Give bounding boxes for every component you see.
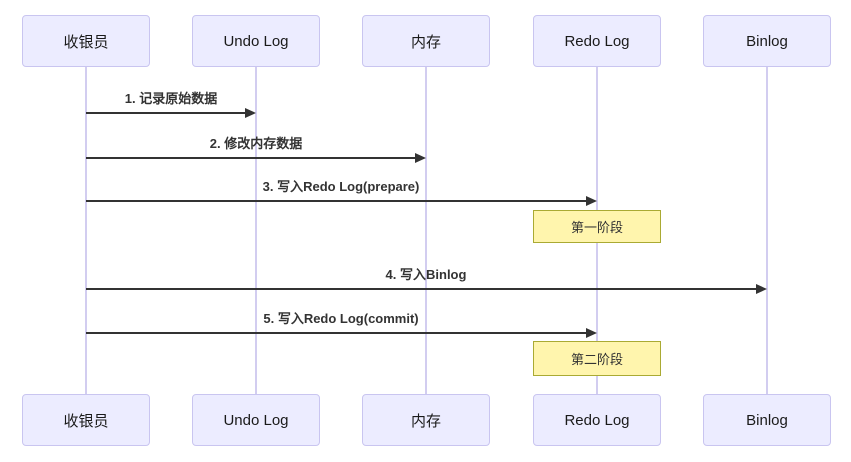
actor-bottom-binlog: Binlog — [703, 394, 831, 446]
actor-bottom-cashier: 收银员 — [22, 394, 150, 446]
message-1-label: 1. 记录原始数据 — [124, 91, 218, 106]
message-2-arrow — [86, 157, 416, 159]
lifeline-memory — [425, 67, 427, 394]
message-5-arrowhead-icon — [586, 328, 597, 338]
note-phase-1: 第一阶段 — [533, 210, 661, 243]
actor-top-binlog: Binlog — [703, 15, 831, 67]
message-3-arrow — [86, 200, 587, 202]
message-1-arrow — [86, 112, 246, 114]
message-4-arrowhead-icon — [756, 284, 767, 294]
message-2-label: 2. 修改内存数据 — [209, 136, 303, 151]
message-2-arrowhead-icon — [415, 153, 426, 163]
note-phase-2: 第二阶段 — [533, 341, 661, 376]
lifeline-cashier — [85, 67, 87, 394]
actor-bottom-redo-log: Redo Log — [533, 394, 661, 446]
message-5-arrow — [86, 332, 587, 334]
actor-top-redo-log: Redo Log — [533, 15, 661, 67]
message-4-label: 4. 写入Binlog — [385, 267, 467, 282]
lifeline-undo-log — [255, 67, 257, 394]
message-1-arrowhead-icon — [245, 108, 256, 118]
actor-top-cashier: 收银员 — [22, 15, 150, 67]
message-3-label: 3. 写入Redo Log(prepare) — [262, 179, 420, 194]
message-3-arrowhead-icon — [586, 196, 597, 206]
actor-top-undo-log: Undo Log — [192, 15, 320, 67]
message-4-arrow — [86, 288, 757, 290]
lifeline-binlog — [766, 67, 768, 394]
actor-bottom-undo-log: Undo Log — [192, 394, 320, 446]
actor-top-memory: 内存 — [362, 15, 490, 67]
actor-bottom-memory: 内存 — [362, 394, 490, 446]
message-5-label: 5. 写入Redo Log(commit) — [263, 311, 419, 326]
